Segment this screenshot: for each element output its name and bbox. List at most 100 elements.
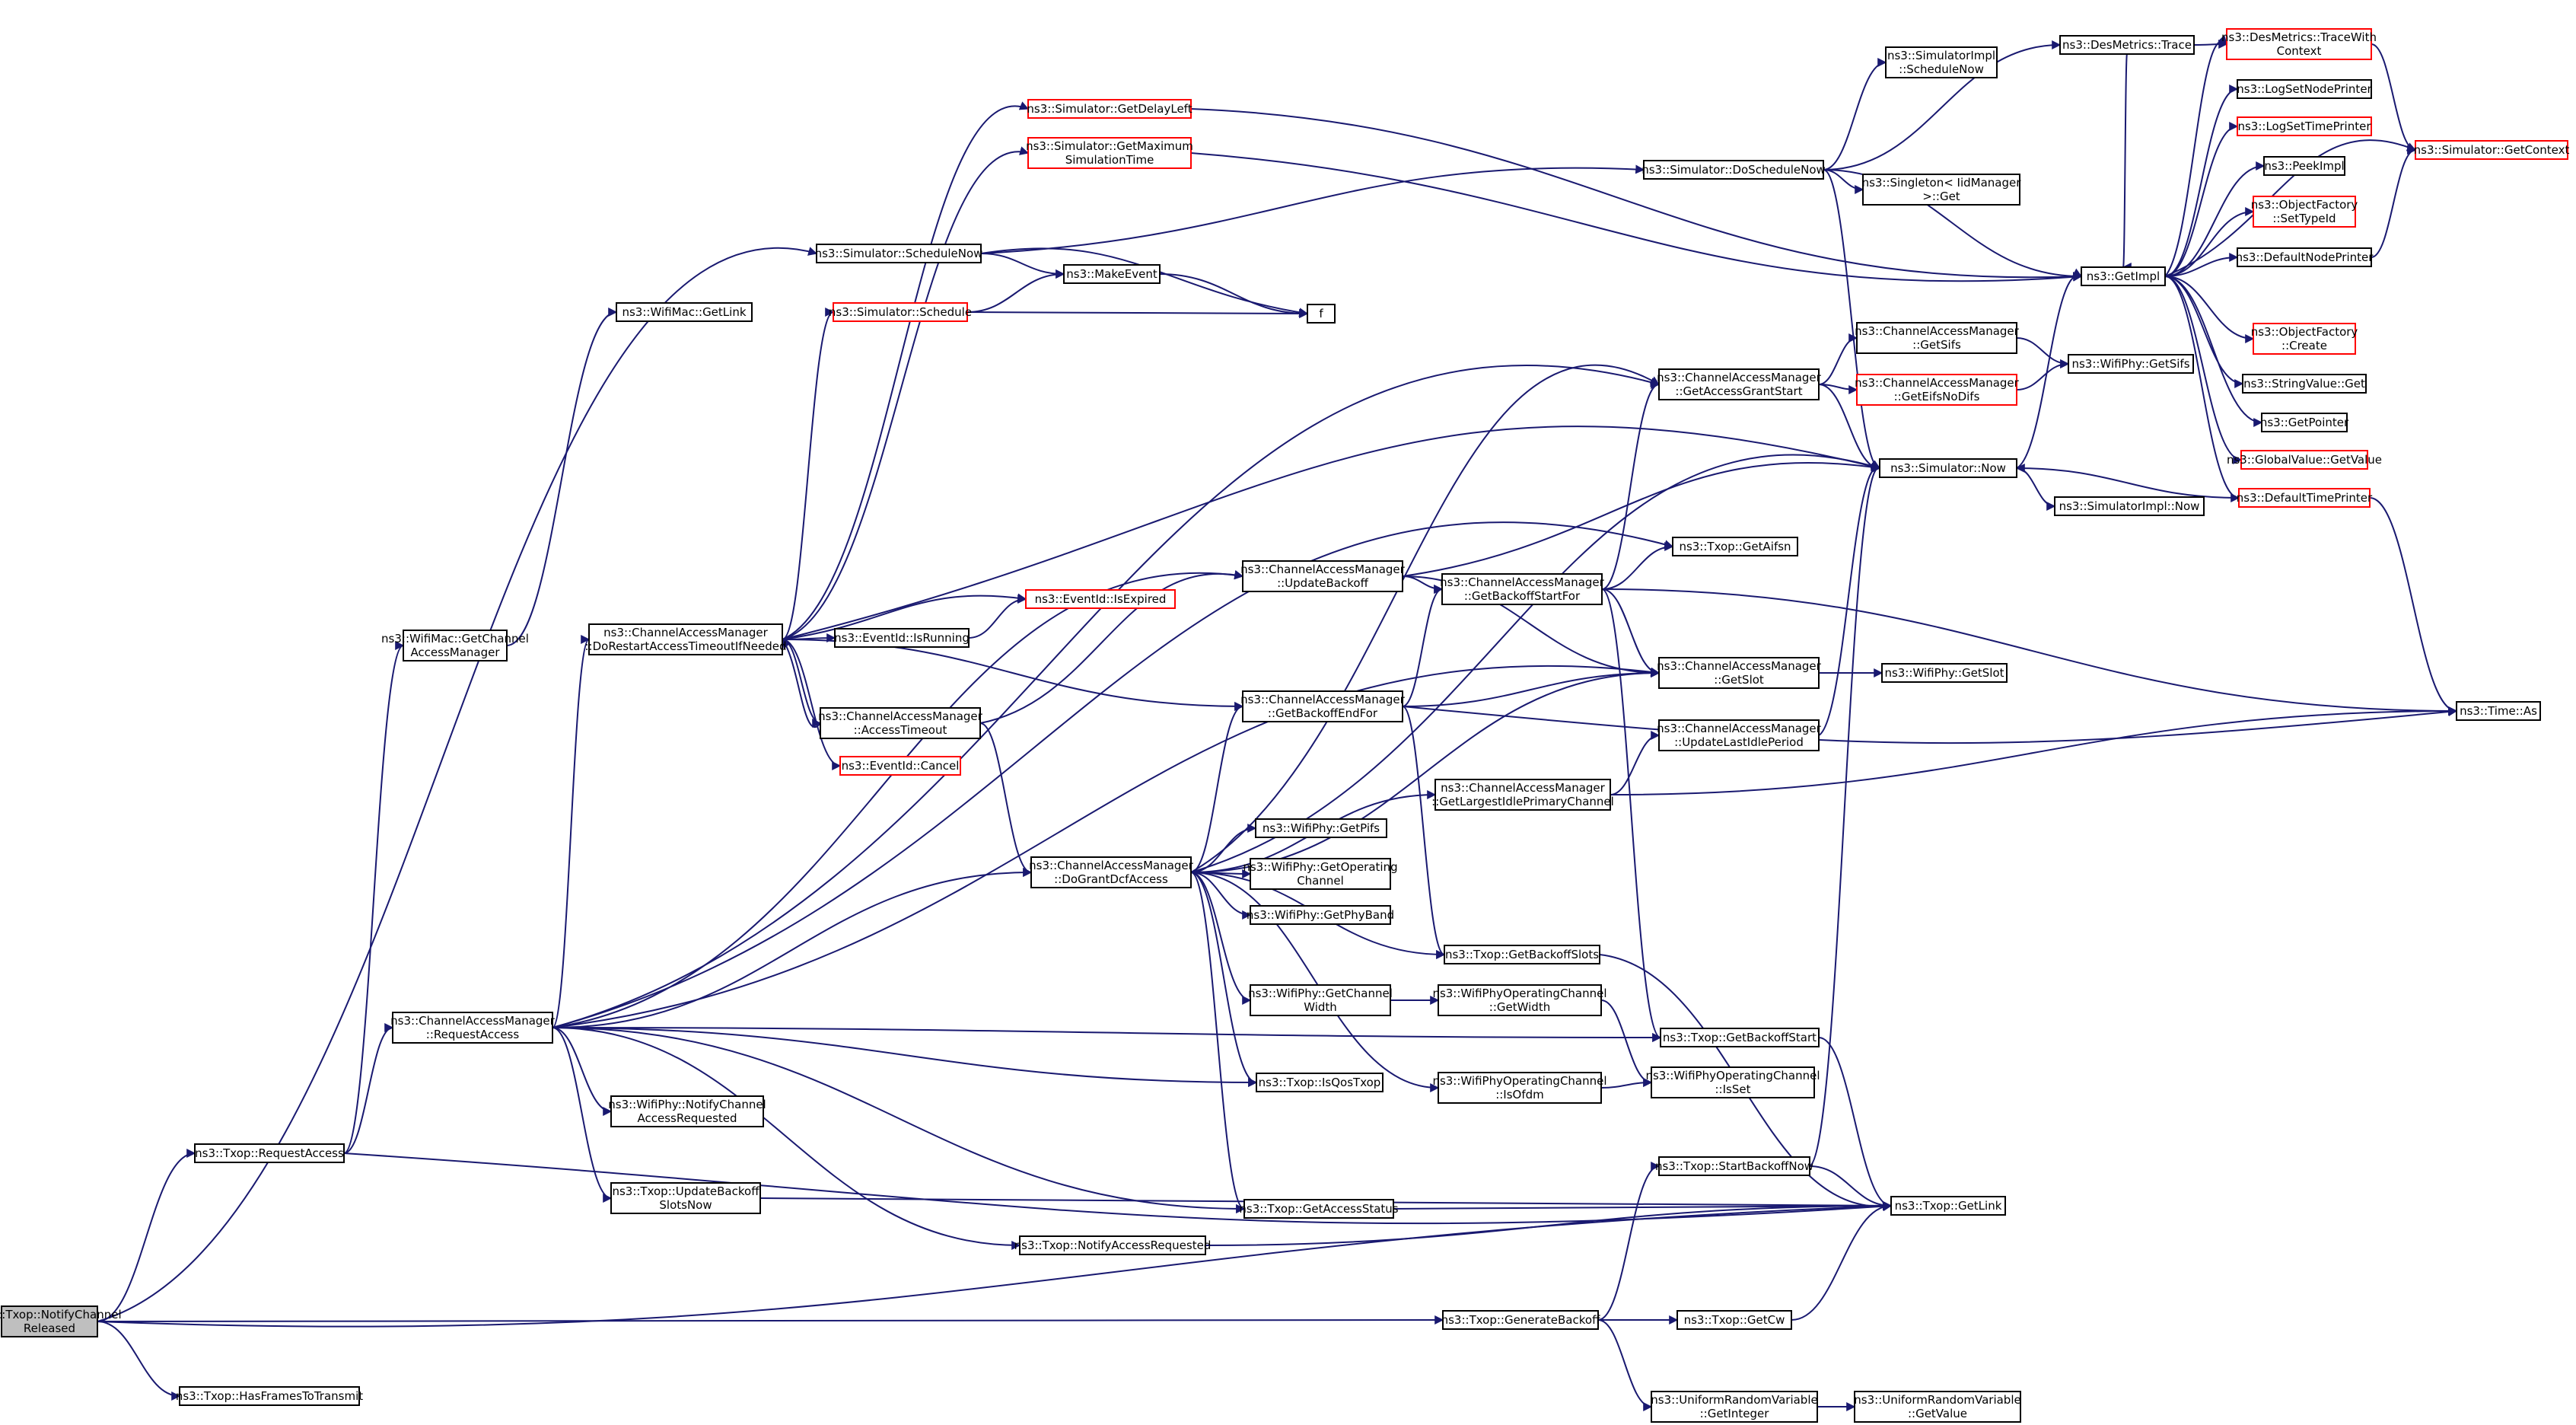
call-edge-sim_now-to-simimpl_now — [2016, 467, 2056, 511]
node-box-wifimac_getcam — [403, 630, 508, 661]
node-box-dogrant — [1030, 856, 1192, 888]
node-updatebackoff[interactable]: ns3::ChannelAccessManager::UpdateBackoff — [1240, 560, 1406, 592]
node-dosched_now[interactable]: ns3::Simulator::DoScheduleNow — [1641, 160, 1826, 180]
call-edge-accesstimeout-to-dogrant — [979, 722, 1033, 877]
node-getaccessstatus[interactable]: ns3::Txop::GetAccessStatus — [1239, 1199, 1399, 1219]
node-label-getpifs-0: ns3::WifiPhy::GetPifs — [1263, 821, 1380, 835]
node-isexpired[interactable]: ns3::EventId::IsExpired — [1025, 589, 1176, 609]
node-phy_getslot[interactable]: ns3::WifiPhy::GetSlot — [1881, 663, 2008, 683]
node-wifimac_getlink[interactable]: ns3::WifiMac::GetLink — [616, 302, 753, 322]
node-sched_now[interactable]: ns3::Simulator::ScheduleNow — [815, 244, 983, 263]
node-urv_getvalue[interactable]: ns3::UniformRandomVariable::GetValue — [1854, 1391, 2021, 1423]
node-geteifsnodifs[interactable]: ns3::ChannelAccessManager::GetEifsNoDifs — [1855, 374, 2020, 406]
node-getlargestidle[interactable]: ns3::ChannelAccessManager::GetLargestIdl… — [1431, 779, 1614, 811]
node-txop_getlink[interactable]: ns3::Txop::GetLink — [1890, 1196, 2006, 1216]
node-box-isexpired — [1025, 589, 1176, 609]
node-getimpl[interactable]: ns3::GetImpl — [2081, 266, 2166, 286]
node-simimpl_now[interactable]: ns3::SimulatorImpl::Now — [2054, 496, 2205, 516]
node-getbackoffendfor[interactable]: ns3::ChannelAccessManager::GetBackoffEnd… — [1240, 690, 1406, 722]
node-desmetrics_trace[interactable]: ns3::DesMetrics::Trace — [2059, 35, 2195, 55]
node-dorestart[interactable]: ns3::ChannelAccessManager::DoRestartAcce… — [584, 623, 787, 655]
node-getcw[interactable]: ns3::Txop::GetCw — [1676, 1310, 1792, 1330]
node-dogrant[interactable]: ns3::ChannelAccessManager::DoGrantDcfAcc… — [1029, 856, 1194, 888]
node-getpifs[interactable]: ns3::WifiPhy::GetPifs — [1255, 818, 1387, 838]
node-defnodeprinter[interactable]: ns3::DefaultNodePrinter — [2236, 247, 2374, 267]
node-sim_getcontext[interactable]: ns3::Simulator::GetContext — [2414, 140, 2570, 160]
call-edge-notifyaccreq-to-txop_getlink — [1205, 1201, 1893, 1246]
node-label-getopchan-0: ns3::WifiPhy::GetOperating — [1243, 860, 1397, 874]
node-label-isrunning-0: ns3::EventId::IsRunning — [834, 631, 970, 645]
node-box-dorestart — [588, 623, 783, 655]
node-cam_getsifs[interactable]: ns3::ChannelAccessManager::GetSifs — [1855, 322, 2020, 354]
node-makeevent[interactable]: ns3::MakeEvent — [1063, 264, 1161, 284]
node-isrunning[interactable]: ns3::EventId::IsRunning — [834, 628, 970, 648]
node-startbackoffnow[interactable]: ns3::Txop::StartBackoffNow — [1655, 1156, 1813, 1176]
call-edge-getbackoffstartfor-to-time_as — [1601, 588, 2458, 716]
node-cancel[interactable]: ns3::EventId::Cancel — [839, 756, 961, 776]
node-updlastidle[interactable]: ns3::ChannelAccessManager::UpdateLastIdl… — [1657, 719, 1822, 751]
node-f[interactable]: f — [1307, 304, 1336, 324]
node-genbackoff[interactable]: ns3::Txop::GenerateBackoff — [1441, 1310, 1600, 1330]
node-opchan_isset[interactable]: ns3::WifiPhyOperatingChannel::IsSet — [1645, 1066, 1820, 1098]
node-notifyaccreq[interactable]: ns3::Txop::NotifyAccessRequested — [1014, 1235, 1212, 1255]
node-singleton_get[interactable]: ns3::Singleton< IidManager>::Get — [1862, 174, 2022, 206]
node-lognodeprinter[interactable]: ns3::LogSetNodePrinter — [2237, 79, 2373, 99]
node-getbackoffslots[interactable]: ns3::Txop::GetBackoffSlots — [1444, 945, 1600, 964]
node-getdelayleft[interactable]: ns3::Simulator::GetDelayLeft — [1027, 99, 1192, 119]
node-opchan_isofdm[interactable]: ns3::WifiPhyOperatingChannel::IsOfdm — [1432, 1072, 1607, 1104]
call-edge-desmetrics_tracectx-to-sim_getcontext — [2371, 43, 2417, 155]
node-label-getslot-1: ::GetSlot — [1714, 673, 1764, 687]
call-edge-dogrant-to-getaccessgrantstart — [1190, 364, 1661, 873]
node-phy_getsifs[interactable]: ns3::WifiPhy::GetSifs — [2068, 354, 2194, 374]
node-objfact_settypeid[interactable]: ns3::ObjectFactory::SetTypeId — [2251, 196, 2358, 228]
call-edge-dogrant-to-getbackoffendfor — [1190, 702, 1244, 873]
call-edge-dosched_now-to-simimpl_schednow — [1823, 58, 1887, 171]
node-time_as[interactable]: ns3::Time::As — [2456, 701, 2541, 721]
call-edge-defnodeprinter-to-sim_getcontext — [2371, 145, 2417, 258]
node-box-deftimeprinter — [2238, 488, 2371, 508]
node-getaccessgrantstart[interactable]: ns3::ChannelAccessManager::GetAccessGran… — [1657, 368, 1822, 400]
node-getaifsn[interactable]: ns3::Txop::GetAifsn — [1672, 537, 1798, 556]
node-label-root-1: Released — [24, 1321, 75, 1335]
node-label-sim_schedule-0: ns3::Simulator::Schedule — [829, 305, 972, 319]
node-label-cancel-0: ns3::EventId::Cancel — [842, 759, 960, 773]
node-cam_req[interactable]: ns3::ChannelAccessManager::RequestAccess — [390, 1012, 556, 1044]
node-deftimeprinter[interactable]: ns3::DefaultTimePrinter — [2237, 488, 2373, 508]
node-box-startbackoffnow — [1658, 1156, 1810, 1176]
node-box-stringvalue_get — [2242, 374, 2367, 394]
node-simimpl_schednow[interactable]: ns3::SimulatorImpl::ScheduleNow — [1885, 46, 1998, 78]
node-notifyphy[interactable]: ns3::WifiPhy::NotifyChannelAccessRequest… — [608, 1095, 766, 1127]
node-getbackoffstart[interactable]: ns3::Txop::GetBackoffStart — [1660, 1028, 1820, 1047]
node-accesstimeout[interactable]: ns3::ChannelAccessManager::AccessTimeout — [818, 707, 983, 739]
node-isqostxop[interactable]: ns3::Txop::IsQosTxop — [1256, 1073, 1384, 1092]
node-logtimeprinter[interactable]: ns3::LogSetTimePrinter — [2237, 116, 2372, 136]
node-opchan_getwidth[interactable]: ns3::WifiPhyOperatingChannel::GetWidth — [1432, 984, 1607, 1016]
node-objfact_create[interactable]: ns3::ObjectFactory::Create — [2251, 323, 2358, 355]
node-stringvalue_get[interactable]: ns3::StringValue::Get — [2242, 374, 2367, 394]
node-getphyband[interactable]: ns3::WifiPhy::GetPhyBand — [1247, 905, 1394, 925]
call-edge-root-to-txop_getlink — [97, 1201, 1893, 1328]
node-peekimpl[interactable]: ns3::PeekImpl — [2263, 156, 2345, 176]
node-hasframes[interactable]: ns3::Txop::HasFramesToTransmit — [176, 1386, 363, 1406]
call-edge-cam_req-to-notifyaccreq — [552, 1027, 1021, 1250]
node-getbackoffstartfor[interactable]: ns3::ChannelAccessManager::GetBackoffSta… — [1440, 573, 1605, 605]
node-box-getbackoffstartfor — [1441, 573, 1603, 605]
node-globalvalue_get[interactable]: ns3::GlobalValue::GetValue — [2227, 450, 2382, 470]
node-urv_getint[interactable]: ns3::UniformRandomVariable::GetInteger — [1651, 1391, 1818, 1423]
node-label-simimpl_schednow-1: ::ScheduleNow — [1899, 62, 1984, 76]
node-getslot[interactable]: ns3::ChannelAccessManager::GetSlot — [1657, 657, 1822, 689]
node-sim_schedule[interactable]: ns3::Simulator::Schedule — [829, 302, 972, 322]
node-label-sim_getcontext-0: ns3::Simulator::GetContext — [2414, 143, 2570, 157]
node-sim_now[interactable]: ns3::Simulator::Now — [1879, 458, 2017, 478]
node-getpointer[interactable]: ns3::GetPointer — [2260, 413, 2349, 432]
node-label-getcw-0: ns3::Txop::GetCw — [1684, 1313, 1785, 1327]
node-label-opchan_isset-1: ::IsSet — [1715, 1082, 1751, 1096]
node-reqaccess[interactable]: ns3::Txop::RequestAccess — [194, 1143, 345, 1163]
